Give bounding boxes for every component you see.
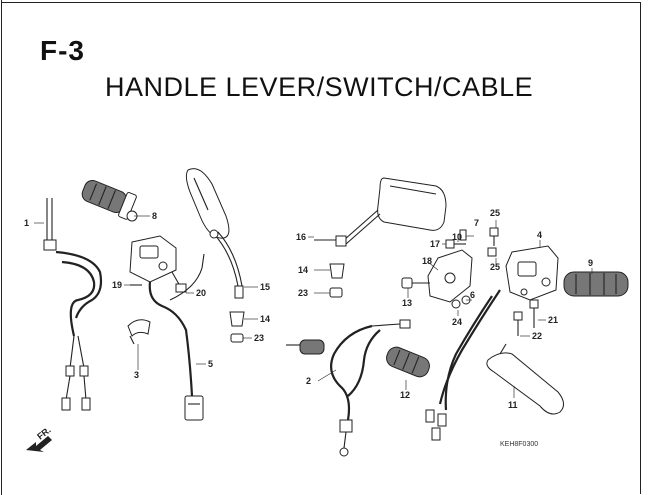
part-right-grip xyxy=(563,271,629,297)
callout-7: 7 xyxy=(474,218,479,228)
part-lever-boot xyxy=(286,339,325,355)
section-title: HANDLE LEVER/SWITCH/CABLE xyxy=(105,72,534,102)
callout-9: 9 xyxy=(588,258,593,268)
frame-top-border xyxy=(1,2,641,3)
callout-24: 24 xyxy=(452,317,462,327)
callout-14-right: 14 xyxy=(298,265,308,275)
part-switch-harness xyxy=(148,253,205,421)
callout-25-top: 25 xyxy=(490,208,500,218)
callout-18: 18 xyxy=(422,256,432,266)
callout-23-left: 23 xyxy=(254,333,264,343)
catalog-code: KEH8F0300 xyxy=(500,441,538,448)
part-left-mirror xyxy=(185,168,244,299)
part-right-mirror-nuts xyxy=(329,263,345,298)
callout-13: 13 xyxy=(402,298,412,308)
callout-16: 16 xyxy=(296,232,306,242)
callout-17: 17 xyxy=(430,239,440,249)
callout-21: 21 xyxy=(548,315,558,325)
callout-20: 20 xyxy=(196,288,206,298)
callout-23-right: 23 xyxy=(298,288,308,298)
frame-left-border xyxy=(1,0,2,495)
part-right-mirror xyxy=(314,177,447,247)
part-brake-lever xyxy=(425,289,564,441)
callout-14-left: 14 xyxy=(260,314,270,324)
callout-15: 15 xyxy=(260,282,270,292)
part-throttle-cable xyxy=(43,198,103,411)
callout-19: 19 xyxy=(112,280,122,290)
callout-3: 3 xyxy=(134,370,139,380)
part-throttle-grip xyxy=(81,179,138,222)
part-clutch-cable xyxy=(329,319,411,457)
front-arrow-icon xyxy=(26,436,52,452)
callout-11: 11 xyxy=(508,400,518,410)
callout-8: 8 xyxy=(152,211,157,221)
part-right-switch-housing xyxy=(505,245,559,301)
callout-2: 2 xyxy=(306,376,311,386)
callout-10: 10 xyxy=(452,232,462,242)
part-bracket-bolts xyxy=(445,227,499,257)
part-left-mirror-nuts xyxy=(229,311,245,343)
part-cable-clamp xyxy=(127,319,151,345)
part-lever-bracket xyxy=(401,249,473,309)
callout-1: 1 xyxy=(24,218,29,228)
part-left-grip xyxy=(386,346,430,378)
callout-4: 4 xyxy=(537,230,542,240)
callout-leader-lines xyxy=(34,215,593,398)
callout-22: 22 xyxy=(532,331,542,341)
section-code: F-3 xyxy=(40,35,85,66)
callout-5: 5 xyxy=(208,359,213,369)
callout-12: 12 xyxy=(400,390,410,400)
part-housing-screws xyxy=(513,299,539,336)
callout-6: 6 xyxy=(470,290,475,300)
frame-right-border xyxy=(640,2,641,494)
callout-25-bottom: 25 xyxy=(490,262,500,272)
callout-numbers: 1 2 3 4 5 6 7 8 9 10 11 12 13 14 14 15 1… xyxy=(24,208,593,448)
part-left-switch-housing xyxy=(129,235,187,293)
